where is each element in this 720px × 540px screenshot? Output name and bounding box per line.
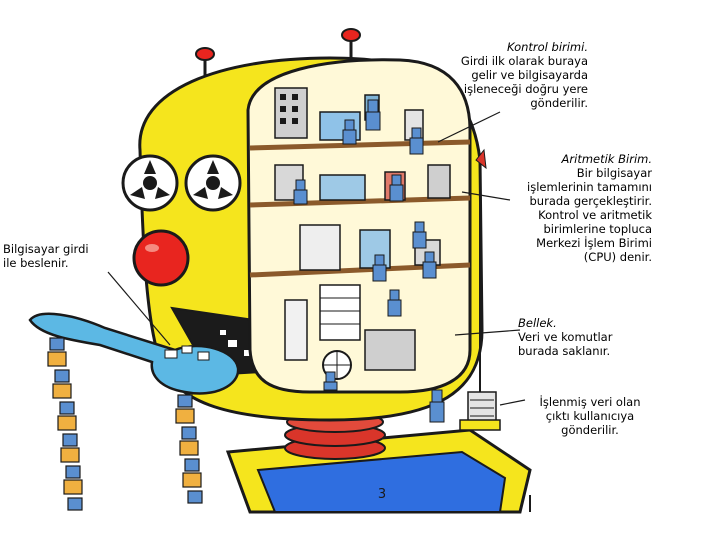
label-control-line-4: gönderilir. [530, 96, 588, 110]
label-control-line-1: Girdi ilk olarak buraya [460, 54, 588, 68]
label-control-unit: Kontrol birimi. Girdi ilk olarak buraya … [420, 40, 588, 110]
output-station [429, 148, 501, 431]
page-number: 3 [378, 487, 386, 502]
pointer-lines [107, 111, 526, 406]
label-output-line-2: çıktı kullanıcıya [545, 409, 635, 423]
label-memory: Bellek. Veri ve komutlar burada saklanır… [518, 316, 658, 358]
label-input-line-1: Bilgisayar girdi [3, 242, 89, 256]
label-alu-line-5: birimlerine topluca [543, 222, 652, 236]
label-memory-title: Bellek. [518, 316, 557, 330]
antenna-right [341, 28, 361, 60]
label-alu-line-7: (CPU) denir. [583, 250, 652, 264]
eye-right [184, 154, 242, 212]
label-alu-line-6: Merkezi İşlem Birimi [536, 236, 652, 250]
label-control-line-2: gelir ve bilgisayarda [471, 68, 588, 82]
worker-robots [293, 99, 437, 391]
label-control-title: Kontrol birimi. [506, 40, 588, 54]
label-alu-line-1: Bir bilgisayar [576, 166, 652, 180]
spoon [28, 312, 240, 395]
nose [132, 229, 190, 287]
label-alu-line-3: burada gerçekleştirir. [529, 194, 653, 208]
label-output: İşlenmiş veri olan çıktı kullanıcıya gön… [520, 395, 660, 437]
eye-left [121, 154, 179, 212]
label-arithmetic-unit: Aritmetik Birim. Bir bilgisayar işlemler… [500, 152, 652, 264]
label-memory-line-1: Veri ve komutlar [518, 330, 613, 344]
label-alu-line-4: Kontrol ve aritmetik [538, 208, 652, 222]
label-memory-line-2: burada saklanır. [518, 344, 611, 358]
label-control-line-3: işleneceği doğru yere [463, 82, 588, 96]
label-input-line-2: ile beslenir. [3, 256, 69, 270]
label-input: Bilgisayar girdi ile beslenir. [3, 242, 123, 270]
input-chain [47, 337, 203, 511]
label-output-line-3: gönderilir. [561, 423, 619, 437]
label-output-line-1: İşlenmiş veri olan [539, 395, 641, 409]
label-alu-line-2: işlemlerinin tamamını [527, 180, 652, 194]
label-alu-title: Aritmetik Birim. [561, 152, 652, 166]
